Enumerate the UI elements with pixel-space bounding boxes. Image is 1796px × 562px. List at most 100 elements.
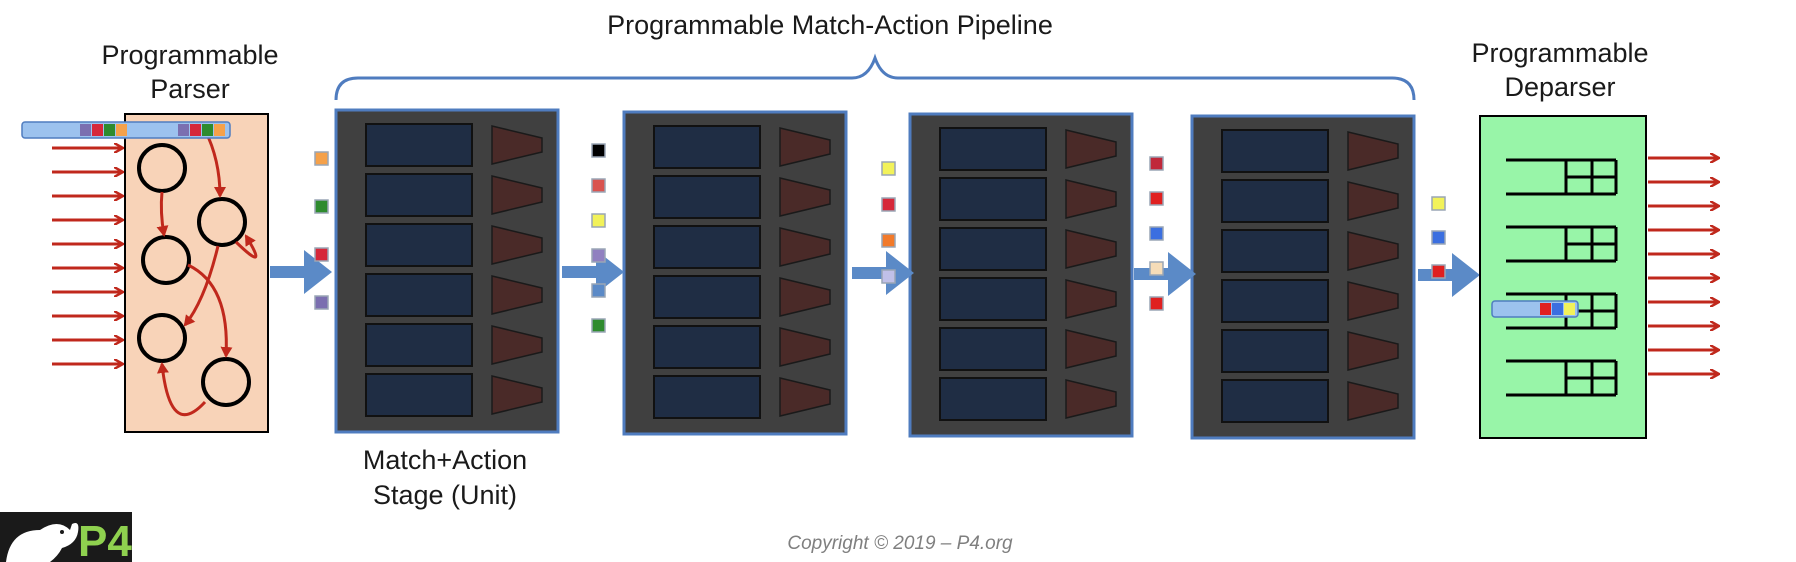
- action-unit: [1065, 279, 1117, 319]
- match-action-stage: [1190, 114, 1416, 440]
- packet-header-bar: [21, 121, 231, 139]
- parser-transition: [183, 245, 220, 327]
- action-unit: [1065, 329, 1117, 369]
- action-unit: [779, 327, 831, 367]
- match-table: [1221, 229, 1329, 273]
- packet-header-field: [190, 124, 201, 136]
- metadata-square: [1149, 226, 1164, 241]
- deparser-title-line1: Programmable: [1471, 38, 1649, 68]
- match-table: [939, 227, 1047, 271]
- metadata-square: [881, 269, 896, 284]
- deparser-box: [1479, 115, 1647, 439]
- metadata-square: [591, 178, 606, 193]
- metadata-squares: [314, 143, 1446, 333]
- metadata-square: [591, 213, 606, 228]
- match-table: [939, 177, 1047, 221]
- action-unit: [779, 277, 831, 317]
- metadata-square: [591, 143, 606, 158]
- parser-state: [201, 357, 251, 407]
- match-table: [653, 225, 761, 269]
- action-unit: [491, 125, 543, 165]
- match-action-stage: [622, 110, 848, 436]
- action-unit: [491, 225, 543, 265]
- parser-state: [141, 235, 191, 285]
- deparser-slot: [1506, 225, 1618, 263]
- deparser-header-bar: [1491, 300, 1579, 318]
- match-table: [1221, 329, 1329, 373]
- match-table: [1221, 179, 1329, 223]
- output-arrows: [1648, 158, 1718, 374]
- parser-state-graph: [137, 129, 258, 417]
- match-table: [653, 175, 761, 219]
- match-table: [939, 327, 1047, 371]
- packet-header-field: [80, 124, 91, 136]
- metadata-square: [1149, 156, 1164, 171]
- metadata-square: [881, 233, 896, 248]
- deparser-slots: [1506, 158, 1618, 397]
- match-table: [365, 223, 473, 267]
- parser-transition: [156, 362, 207, 417]
- action-unit: [491, 175, 543, 215]
- deparser-slot: [1506, 158, 1618, 196]
- match-table: [365, 373, 473, 417]
- parser-title-line1: Programmable: [101, 40, 279, 70]
- parser-title-line2: Parser: [150, 74, 230, 104]
- match-action-stages: [334, 108, 1416, 440]
- p4-logo-text: P4: [78, 517, 132, 562]
- match-action-stage: [334, 108, 560, 434]
- metadata-square: [591, 318, 606, 333]
- match-table: [653, 125, 761, 169]
- flow-arrow: [562, 250, 624, 294]
- metadata-square: [1431, 230, 1446, 245]
- action-unit: [779, 127, 831, 167]
- flow-arrows: [270, 250, 1480, 297]
- action-unit: [1347, 131, 1399, 171]
- deparser-header-field: [1540, 303, 1551, 315]
- action-unit: [1347, 181, 1399, 221]
- input-arrows: [52, 148, 122, 364]
- action-unit: [1347, 331, 1399, 371]
- match-table: [939, 277, 1047, 321]
- packet-header-field: [116, 124, 127, 136]
- match-action-stage: [908, 112, 1134, 438]
- action-unit: [491, 375, 543, 415]
- metadata-square: [314, 151, 329, 166]
- metadata-square: [591, 248, 606, 263]
- stage-label-line2: Stage (Unit): [372, 480, 518, 510]
- parser-state: [137, 313, 187, 363]
- packet-header-field: [214, 124, 225, 136]
- match-table: [939, 377, 1047, 421]
- metadata-square: [1431, 264, 1446, 279]
- match-table: [653, 375, 761, 419]
- action-unit: [779, 177, 831, 217]
- match-table: [365, 323, 473, 367]
- stage-label-line1: Match+Action: [362, 445, 528, 475]
- match-table: [365, 123, 473, 167]
- parser-transition: [156, 191, 169, 237]
- match-table: [365, 273, 473, 317]
- copyright-footer: Copyright © 2019 – P4.org: [787, 533, 1013, 554]
- flow-arrow: [1418, 253, 1480, 297]
- packet-header-field: [202, 124, 213, 136]
- metadata-square: [1431, 196, 1446, 211]
- packet-header-field: [92, 124, 103, 136]
- deparser-title-line2: Deparser: [1504, 72, 1616, 102]
- deparser-slot: [1506, 359, 1618, 397]
- action-unit: [1347, 281, 1399, 321]
- match-table: [1221, 279, 1329, 323]
- parser-state: [197, 197, 247, 247]
- pipeline-brace: [334, 53, 1416, 101]
- metadata-square: [591, 283, 606, 298]
- action-unit: [491, 275, 543, 315]
- action-unit: [779, 227, 831, 267]
- parser-transition: [234, 234, 258, 259]
- packet-header-field: [104, 124, 115, 136]
- pipeline-title: Programmable Match-Action Pipeline: [607, 10, 1053, 40]
- metadata-square: [314, 199, 329, 214]
- metadata-square: [314, 247, 329, 262]
- action-unit: [491, 325, 543, 365]
- action-unit: [1347, 231, 1399, 271]
- action-unit: [1065, 379, 1117, 419]
- metadata-square: [1149, 261, 1164, 276]
